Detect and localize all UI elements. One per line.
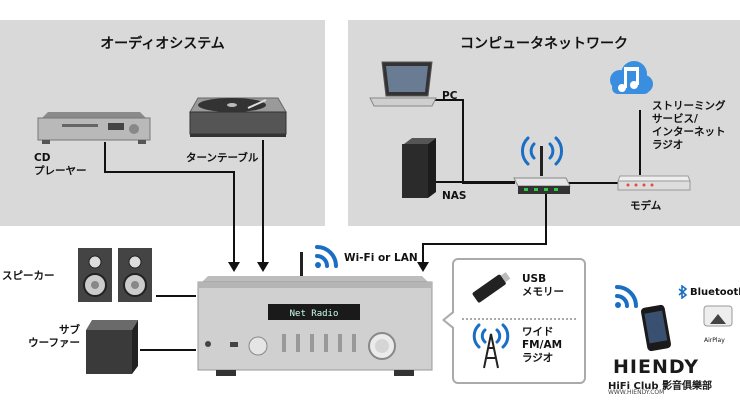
network-arrow bbox=[417, 262, 429, 272]
network-receiver-icon: Net Radio bbox=[197, 252, 433, 376]
cd-player-icon bbox=[37, 112, 151, 144]
receiver-display: Net Radio bbox=[290, 309, 339, 319]
laptop-icon bbox=[369, 61, 437, 107]
hiendy-logo: HIENDY bbox=[613, 356, 699, 378]
hiendy-url: WWW.HIENDY.COM bbox=[608, 389, 665, 396]
usb-radio-callout bbox=[452, 258, 586, 384]
turntable-arrow bbox=[257, 262, 269, 272]
modem-label: モデム bbox=[630, 200, 662, 212]
speaker-label: スピーカー bbox=[2, 270, 55, 282]
nas-icon bbox=[402, 138, 436, 198]
modem-icon bbox=[617, 175, 691, 191]
streaming-label: ストリーミングサービス/ インターネットラジオ bbox=[652, 100, 726, 151]
usb-memory-icon bbox=[472, 272, 511, 303]
pc-label: PC bbox=[442, 90, 458, 102]
airplay-icon bbox=[703, 305, 733, 327]
audio-system-title: オーディオシステム bbox=[100, 36, 225, 52]
cd-arrow bbox=[228, 262, 240, 272]
bluetooth-label: Bluetooth bbox=[690, 287, 740, 298]
nas-label: NAS bbox=[442, 190, 467, 202]
subwoofer-icon bbox=[86, 320, 138, 374]
speakers-icon bbox=[78, 248, 152, 302]
router-receiver-wire bbox=[422, 190, 547, 262]
bluetooth-icon bbox=[678, 285, 688, 299]
cd-wire bbox=[104, 142, 235, 262]
subwoofer-label: サブウーファー bbox=[28, 324, 80, 349]
smartphone-icon bbox=[640, 304, 672, 352]
callout-divider bbox=[462, 318, 576, 320]
airplay-label: AirPlay bbox=[704, 337, 725, 344]
turntable-label: ターンテーブル bbox=[186, 152, 259, 164]
wifi-lan-label: Wi-Fi or LAN bbox=[344, 252, 418, 264]
computer-network-title: コンピュータネットワーク bbox=[460, 36, 628, 52]
radio-tower-icon bbox=[472, 323, 510, 369]
turntable-icon bbox=[189, 97, 287, 137]
hiendy-club-label: HiFi Club 影音俱樂部 bbox=[608, 381, 713, 392]
wifi-bluetooth-icon bbox=[615, 285, 638, 308]
wifi-icon bbox=[315, 245, 338, 268]
cloud-music-icon bbox=[610, 61, 653, 94]
router-icon bbox=[513, 136, 571, 194]
pc-wire bbox=[434, 99, 515, 184]
